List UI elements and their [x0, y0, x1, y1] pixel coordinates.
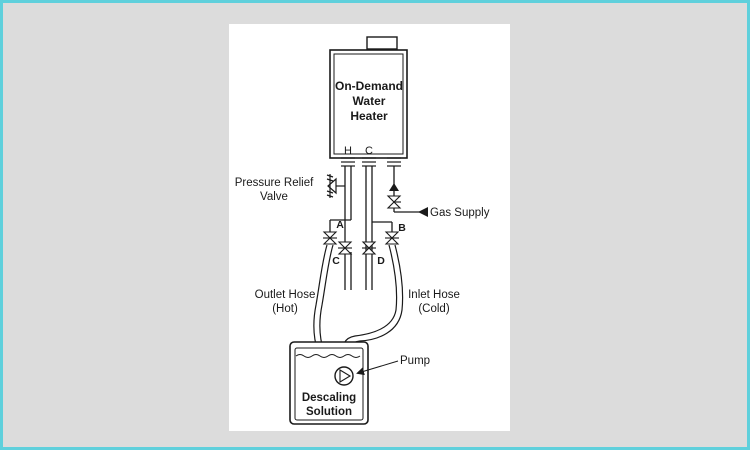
heater-label-line2: Water	[353, 94, 386, 108]
pressure-relief-label-line1: Pressure Relief	[235, 177, 314, 189]
valve-c-label: C	[332, 255, 340, 267]
valve-a-label: A	[336, 219, 344, 231]
heater-label-line1: On-Demand	[335, 79, 403, 93]
valve-a-icon	[322, 231, 338, 245]
gas-supply-label: Gas Supply	[430, 207, 490, 219]
descaling-bucket: Descaling Solution	[289, 341, 369, 425]
port-hot-label: H	[344, 145, 352, 157]
heater-top-cap	[366, 36, 398, 50]
pressure-relief-valve-icon	[326, 174, 345, 198]
heater-body-outer	[329, 49, 408, 159]
port-cold-label: C	[365, 145, 373, 157]
solution-surface	[295, 354, 361, 358]
valve-c-icon	[337, 241, 353, 255]
heater-label-line3: Heater	[350, 109, 388, 123]
inlet-hose-label-line1: Inlet Hose	[408, 289, 460, 301]
gas-flow-arrow-icon	[389, 183, 399, 191]
gas-line	[393, 166, 420, 213]
outlet-hose-label-line1: Outlet Hose	[255, 289, 316, 301]
inlet-hose-label-line2: (Cold)	[418, 303, 449, 315]
water-heater: On-Demand Water Heater H C	[329, 36, 408, 159]
outlet-hose-label-line2: (Hot)	[272, 303, 298, 315]
outlet-hose	[313, 244, 334, 353]
valve-b-branch	[372, 221, 393, 232]
inlet-hose	[342, 244, 404, 356]
bucket-outer	[289, 341, 369, 425]
valve-b-label: B	[398, 222, 406, 234]
valve-a-branch	[329, 219, 351, 232]
bucket-label-line1: Descaling	[302, 392, 356, 404]
pressure-relief-label-line2: Valve	[260, 191, 288, 203]
valve-b-icon	[384, 231, 400, 245]
valve-d-icon	[361, 241, 377, 255]
bucket-label-line2: Solution	[306, 406, 352, 418]
valve-d-label: D	[377, 255, 385, 267]
gas-supply-arrow-icon	[418, 207, 428, 217]
pump-label: Pump	[400, 355, 430, 367]
cold-line	[365, 166, 373, 290]
pump-leader-line	[356, 360, 399, 376]
pump-icon	[334, 366, 354, 386]
gas-valve-icon	[386, 195, 402, 209]
bucket-inner	[294, 347, 364, 421]
hot-line	[344, 166, 352, 290]
heater-body-inner	[333, 53, 404, 155]
heater-ports	[341, 157, 401, 167]
